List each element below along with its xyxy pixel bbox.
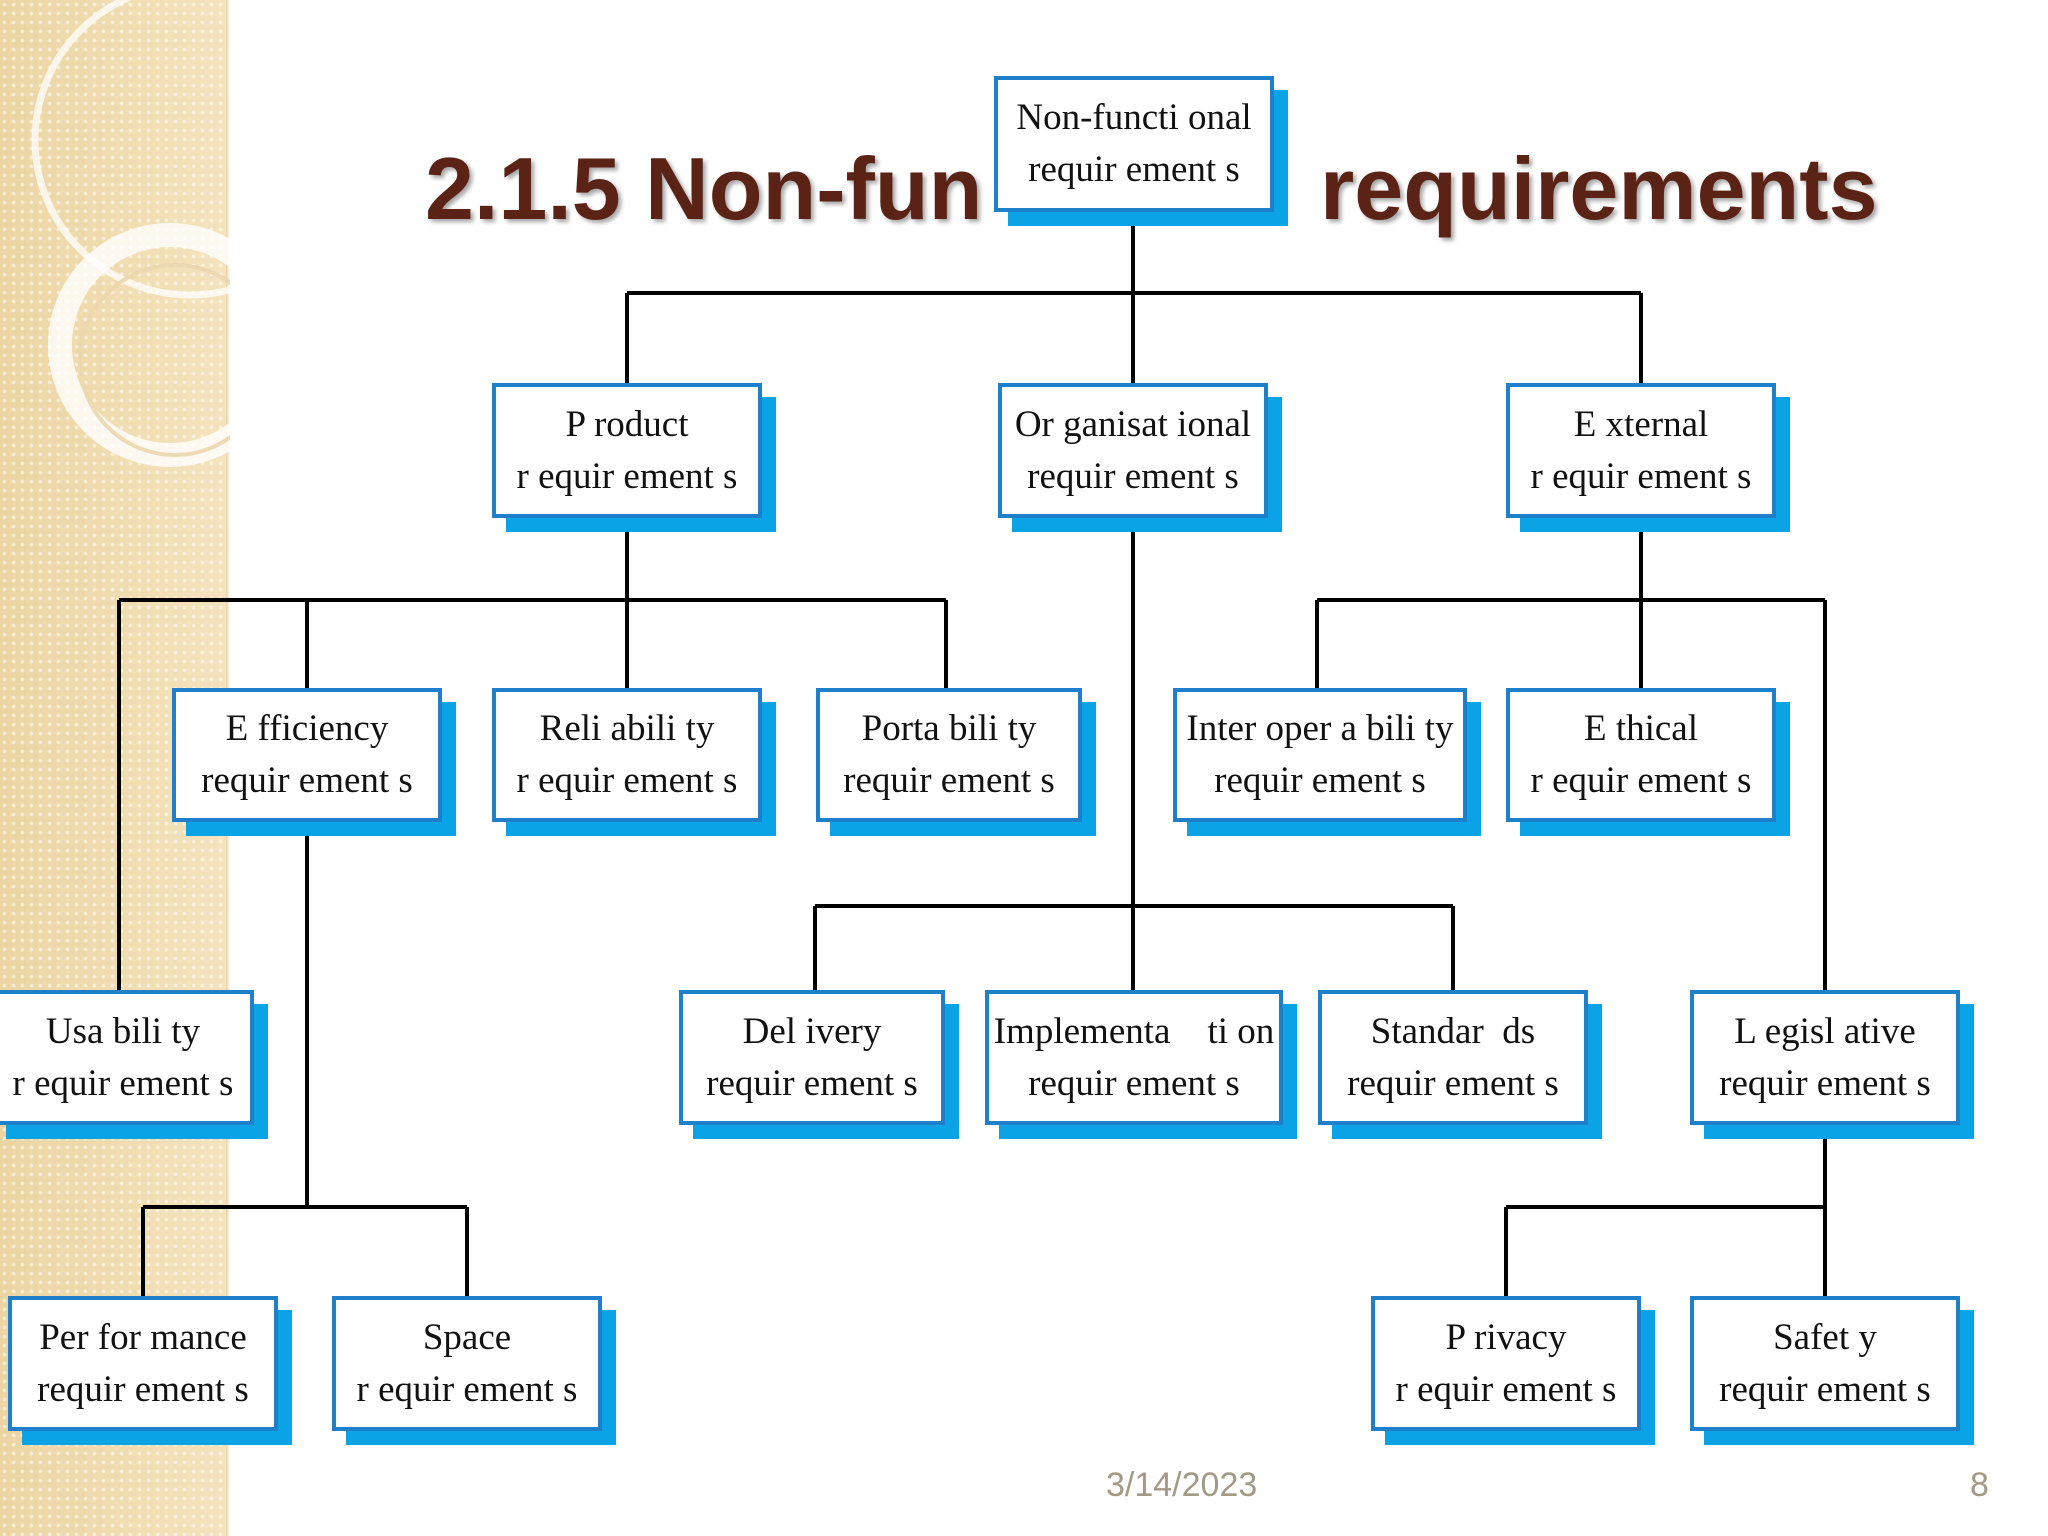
node-label-line1: Del ivery — [742, 1010, 882, 1052]
node-ethical-requirements: E thical r equir ement s — [1506, 688, 1776, 822]
node-usability-requirements: Usa bili ty r equir ement s — [0, 990, 254, 1125]
node-implementation-requirements: Implementa ti on requir ement s — [985, 990, 1283, 1125]
node-label-line1: Implementa ti on — [993, 1010, 1275, 1052]
node-label-line2: r equir ement s — [356, 1368, 578, 1410]
node-reliability-requirements: Reli abili ty r equir ement s — [492, 688, 762, 822]
node-label-line2: requir ement s — [706, 1062, 918, 1104]
node-label-line2: r equir ement s — [1530, 455, 1752, 497]
node-label-line1: E xternal — [1573, 403, 1709, 445]
node-label-line1: P roduct — [565, 403, 689, 445]
node-label-line2: requir ement s — [1719, 1062, 1931, 1104]
node-label-line2: r equir ement s — [12, 1062, 234, 1104]
node-legislative-requirements: L egisl ative requir ement s — [1690, 990, 1960, 1125]
node-label-line1: P rivacy — [1445, 1316, 1567, 1358]
node-product-requirements: P roduct r equir ement s — [492, 383, 762, 518]
node-label-line1: E thical — [1583, 708, 1699, 749]
node-portability-requirements: Porta bili ty requir ement s — [816, 688, 1082, 822]
node-label-line1: Reli abili ty — [539, 708, 715, 749]
node-efficiency-requirements: E fficiency requir ement s — [172, 688, 442, 822]
node-label-line1: Or ganisat ional — [1014, 403, 1252, 445]
node-label-line1: Standar ds — [1370, 1010, 1536, 1052]
node-performance-requirements: Per for mance requir ement s — [8, 1296, 278, 1431]
footer-date: 3/14/2023 — [1106, 1466, 1258, 1504]
node-label-line1: Per for mance — [39, 1316, 247, 1358]
node-label-line1: L egisl ative — [1734, 1010, 1916, 1052]
node-organisational-requirements: Or ganisat ional requir ement s — [998, 383, 1268, 518]
node-label-line2: r equir ement s — [1395, 1368, 1617, 1410]
node-label-line2: requir ement s — [1027, 455, 1239, 497]
node-non-functional-requirements: Non-functi onal requir ement s — [994, 76, 1274, 212]
node-label-line1: Inter oper a bili ty — [1186, 708, 1454, 749]
node-external-requirements: E xternal r equir ement s — [1506, 383, 1776, 518]
title-part-2: requirements — [1320, 139, 1878, 238]
node-label-line1: E fficiency — [225, 708, 389, 749]
node-label-line1: Usa bili ty — [45, 1010, 201, 1052]
node-label-line2: requir ement s — [1214, 760, 1426, 801]
footer-page-number: 8 — [1970, 1466, 1989, 1504]
decorative-rings — [31, 0, 230, 467]
node-standards-requirements: Standar ds requir ement s — [1318, 990, 1588, 1125]
node-label-line2: requir ement s — [1028, 1062, 1240, 1104]
node-label-line1: Non-functi onal — [1016, 97, 1252, 138]
node-space-requirements: Space r equir ement s — [332, 1296, 602, 1431]
node-label-line2: r equir ement s — [516, 455, 738, 497]
node-label-line2: requir ement s — [1028, 149, 1240, 190]
node-label-line1: Space — [422, 1316, 512, 1358]
node-label-line1: Porta bili ty — [861, 708, 1037, 749]
node-privacy-requirements: P rivacy r equir ement s — [1371, 1296, 1641, 1431]
title-part-1: 2.1.5 Non-fun — [425, 139, 983, 238]
node-label-line1: Safet y — [1773, 1316, 1877, 1358]
node-label-line2: requir ement s — [1347, 1062, 1559, 1104]
node-label-line2: r equir ement s — [516, 760, 738, 801]
node-safety-requirements: Safet y requir ement s — [1690, 1296, 1960, 1431]
node-delivery-requirements: Del ivery requir ement s — [679, 990, 945, 1125]
node-interoperability-requirements: Inter oper a bili ty requir ement s — [1173, 688, 1467, 822]
node-label-line2: r equir ement s — [1530, 760, 1752, 801]
node-label-line2: requir ement s — [37, 1368, 249, 1410]
node-label-line2: requir ement s — [1719, 1368, 1931, 1410]
node-label-line2: requir ement s — [843, 760, 1055, 801]
node-label-line2: requir ement s — [201, 760, 413, 801]
